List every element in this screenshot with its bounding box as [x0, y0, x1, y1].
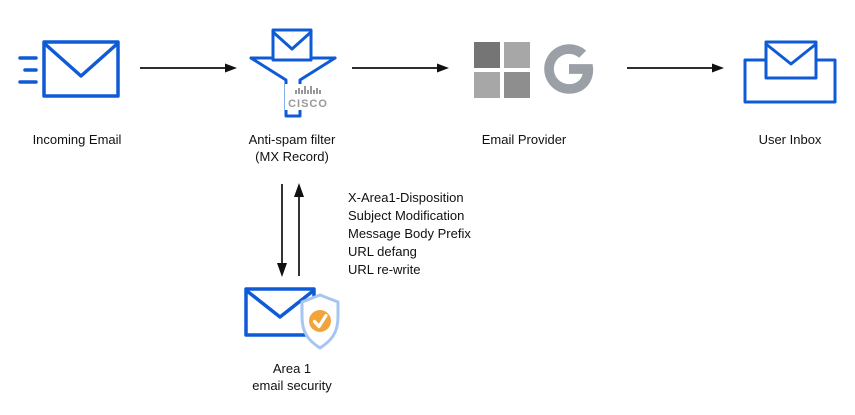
- arrow-filter-to-provider: [352, 61, 450, 75]
- user-inbox-label: User Inbox: [758, 132, 822, 147]
- google-logo: [540, 40, 598, 98]
- annotation-line: Subject Modification: [348, 208, 465, 223]
- user-inbox-icon: [742, 40, 838, 106]
- arrows-filter-area1: [268, 182, 312, 278]
- email-provider-label: Email Provider: [481, 132, 567, 147]
- anti-spam-filter-label: Anti-spam filter (MX Record): [222, 131, 362, 165]
- microsoft-logo: [474, 42, 530, 98]
- arrow-provider-to-inbox: [627, 61, 725, 75]
- annotation-line: X-Area1-Disposition: [348, 190, 464, 205]
- anti-spam-filter-icon: CISCO: [247, 28, 339, 124]
- annotation-line: URL defang: [348, 244, 417, 259]
- cisco-logo: CISCO: [285, 84, 335, 110]
- arrow-incoming-to-filter: [140, 61, 238, 75]
- area1-label: Area 1 email security: [222, 360, 362, 394]
- shield-check-icon: [300, 293, 340, 350]
- annotation-line: Message Body Prefix: [348, 226, 471, 241]
- area1-label-line2: email security: [252, 378, 332, 393]
- incoming-email-icon: [18, 34, 122, 104]
- anti-spam-filter-label-line1: Anti-spam filter: [248, 132, 336, 147]
- incoming-email-label: Incoming Email: [32, 132, 122, 147]
- anti-spam-filter-label-line2: (MX Record): [255, 149, 329, 164]
- disposition-annotations: X-Area1-Disposition Subject Modification…: [348, 189, 471, 279]
- annotation-line: URL re-write: [348, 262, 421, 277]
- area1-email-security-icon: [243, 283, 345, 363]
- cisco-wordmark: CISCO: [288, 98, 328, 110]
- area1-label-line1: Area 1: [272, 361, 312, 376]
